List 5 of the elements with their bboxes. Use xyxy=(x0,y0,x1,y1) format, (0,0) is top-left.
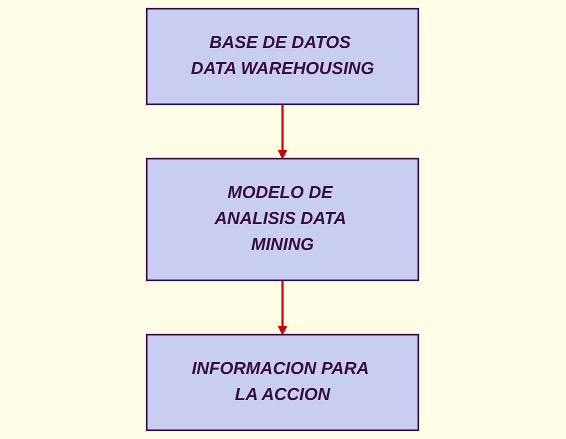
node-box: INFORMACION PARA LA ACCION xyxy=(146,334,420,432)
node-box: MODELO DE ANALISIS DATA MINING xyxy=(146,158,420,282)
arrow xyxy=(278,104,288,160)
arrow xyxy=(278,280,288,336)
node-box: BASE DE DATOS DATA WAREHOUSING xyxy=(146,8,420,106)
